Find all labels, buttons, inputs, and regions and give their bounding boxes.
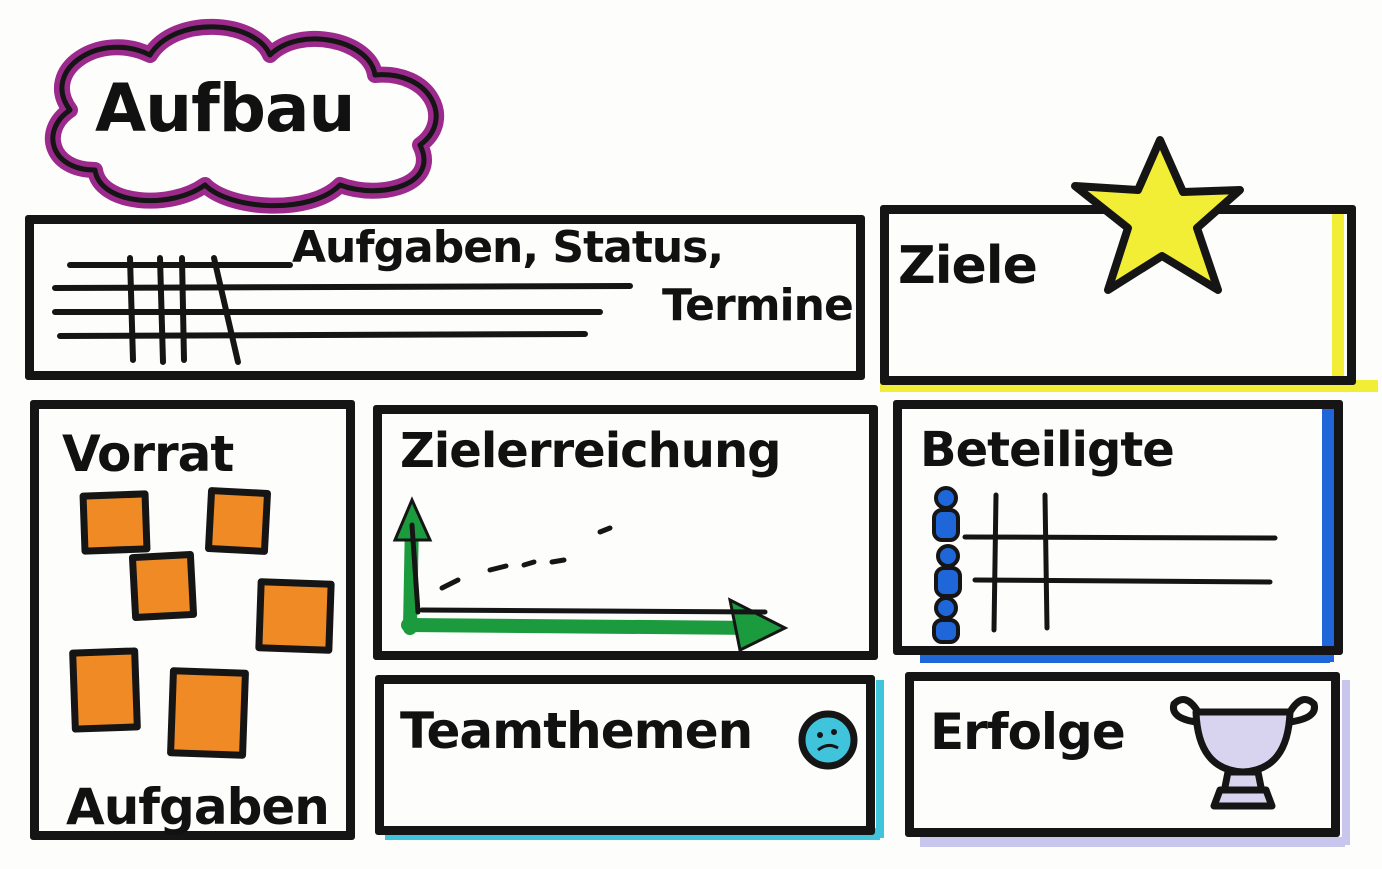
page-title: Aufbau xyxy=(95,70,356,147)
erfolge-label: Erfolge xyxy=(930,703,1126,761)
vorrat-box xyxy=(30,400,355,840)
beteiligte-box xyxy=(893,400,1343,655)
vorrat-aufgaben-label: Aufgaben xyxy=(66,778,330,836)
aufgaben-status-box xyxy=(25,215,865,380)
zielerreichung-box xyxy=(373,405,878,660)
beteiligte-label: Beteiligte xyxy=(920,422,1175,478)
teamthemen-label: Teamthemen xyxy=(400,702,753,760)
erfolge-box xyxy=(905,672,1340,837)
ziele-label: Ziele xyxy=(898,236,1038,296)
termine-label: Termine xyxy=(662,280,854,331)
zielerreichung-label: Zielerreichung xyxy=(400,423,781,479)
aufgaben-status-label: Aufgaben, Status, xyxy=(292,222,724,273)
teamthemen-box xyxy=(375,675,875,835)
vorrat-label: Vorrat xyxy=(62,425,234,483)
